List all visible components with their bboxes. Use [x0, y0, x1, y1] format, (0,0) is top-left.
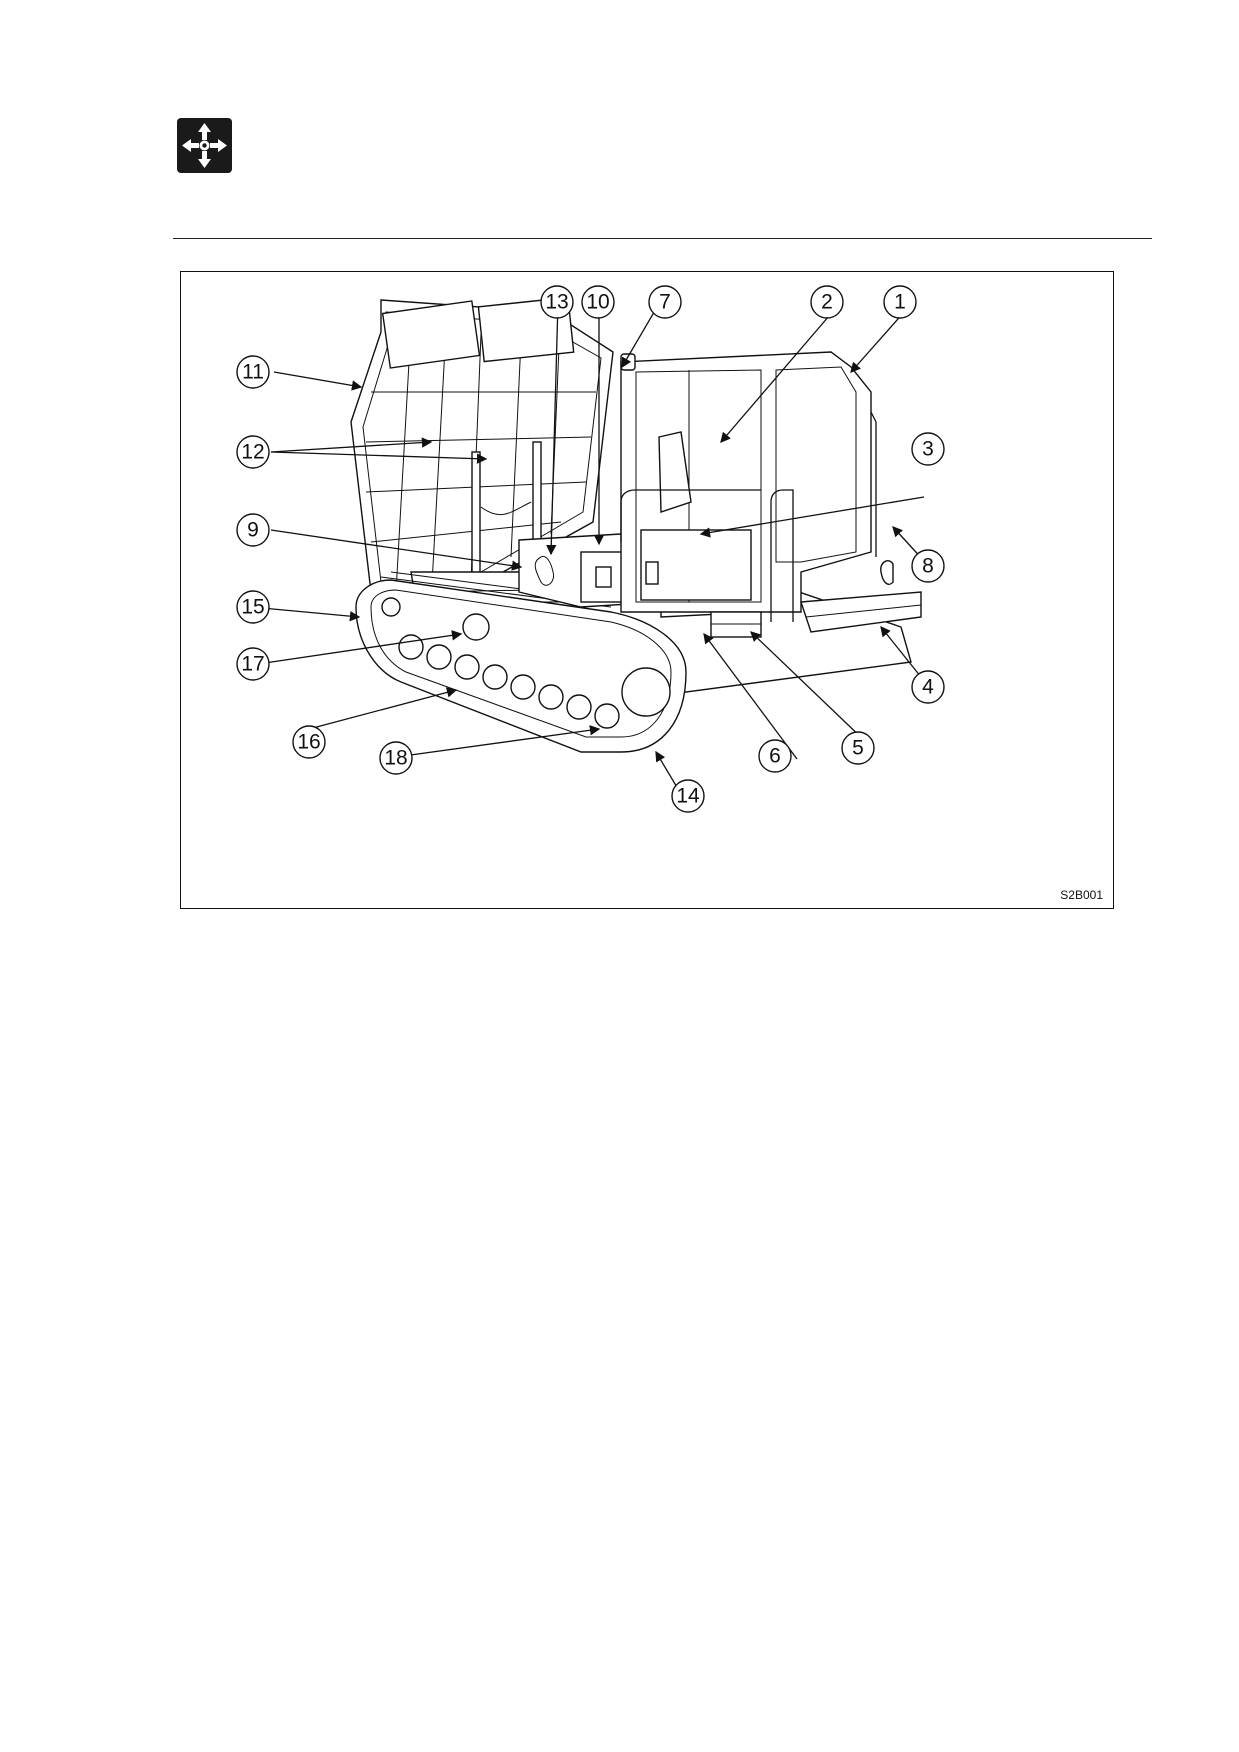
callout-number: 2: [821, 291, 833, 314]
callout-number: 15: [241, 596, 264, 619]
leader-lines: [250, 301, 926, 795]
callout-6: 6: [758, 739, 792, 773]
drive-sprocket: [621, 667, 671, 717]
callout-14: 14: [671, 779, 705, 813]
figure-code: S2B001: [1060, 888, 1103, 902]
callout-18: 18: [379, 741, 413, 775]
callout-number: 1: [894, 291, 906, 314]
callout-number: 16: [297, 731, 320, 754]
callout-15: 15: [236, 590, 270, 624]
callout-number: 8: [922, 555, 934, 578]
operator-seat: [658, 431, 692, 513]
callout-number: 5: [852, 737, 864, 760]
header-divider: [173, 238, 1152, 239]
four-arrows-move-icon: [177, 118, 232, 173]
control-box: [640, 529, 752, 601]
callout-number: 6: [769, 745, 781, 768]
callout-4: 4: [911, 670, 945, 704]
callout-16: 16: [292, 725, 326, 759]
callout-2: 2: [810, 285, 844, 319]
callout-5: 5: [841, 731, 875, 765]
callout-11: 11: [236, 355, 270, 389]
callout-number: 11: [242, 361, 264, 384]
callout-number: 13: [545, 291, 568, 314]
callout-9: 9: [236, 513, 270, 547]
track-rollers: [398, 634, 620, 729]
callout-number: 7: [659, 291, 671, 314]
callout-1: 1: [883, 285, 917, 319]
callout-number: 12: [241, 441, 264, 464]
callout-7: 7: [648, 285, 682, 319]
callout-number: 17: [241, 653, 264, 676]
crawler-track: [355, 571, 687, 753]
callout-12: 12: [236, 435, 270, 469]
callout-3: 3: [911, 432, 945, 466]
callout-8: 8: [911, 549, 945, 583]
idler: [381, 597, 401, 617]
operator-cab: [620, 351, 922, 638]
tail-light: [880, 560, 894, 585]
callout-number: 14: [676, 785, 700, 808]
callout-number: 18: [384, 747, 407, 770]
callout-number: 3: [922, 438, 934, 461]
callout-13: 13: [540, 285, 574, 319]
callout-10: 10: [581, 285, 615, 319]
callout-number: 4: [922, 676, 934, 699]
callout-number: 9: [247, 519, 259, 542]
carrier-roller: [462, 613, 490, 641]
callout-number: 10: [586, 291, 609, 314]
callout-17: 17: [236, 647, 270, 681]
